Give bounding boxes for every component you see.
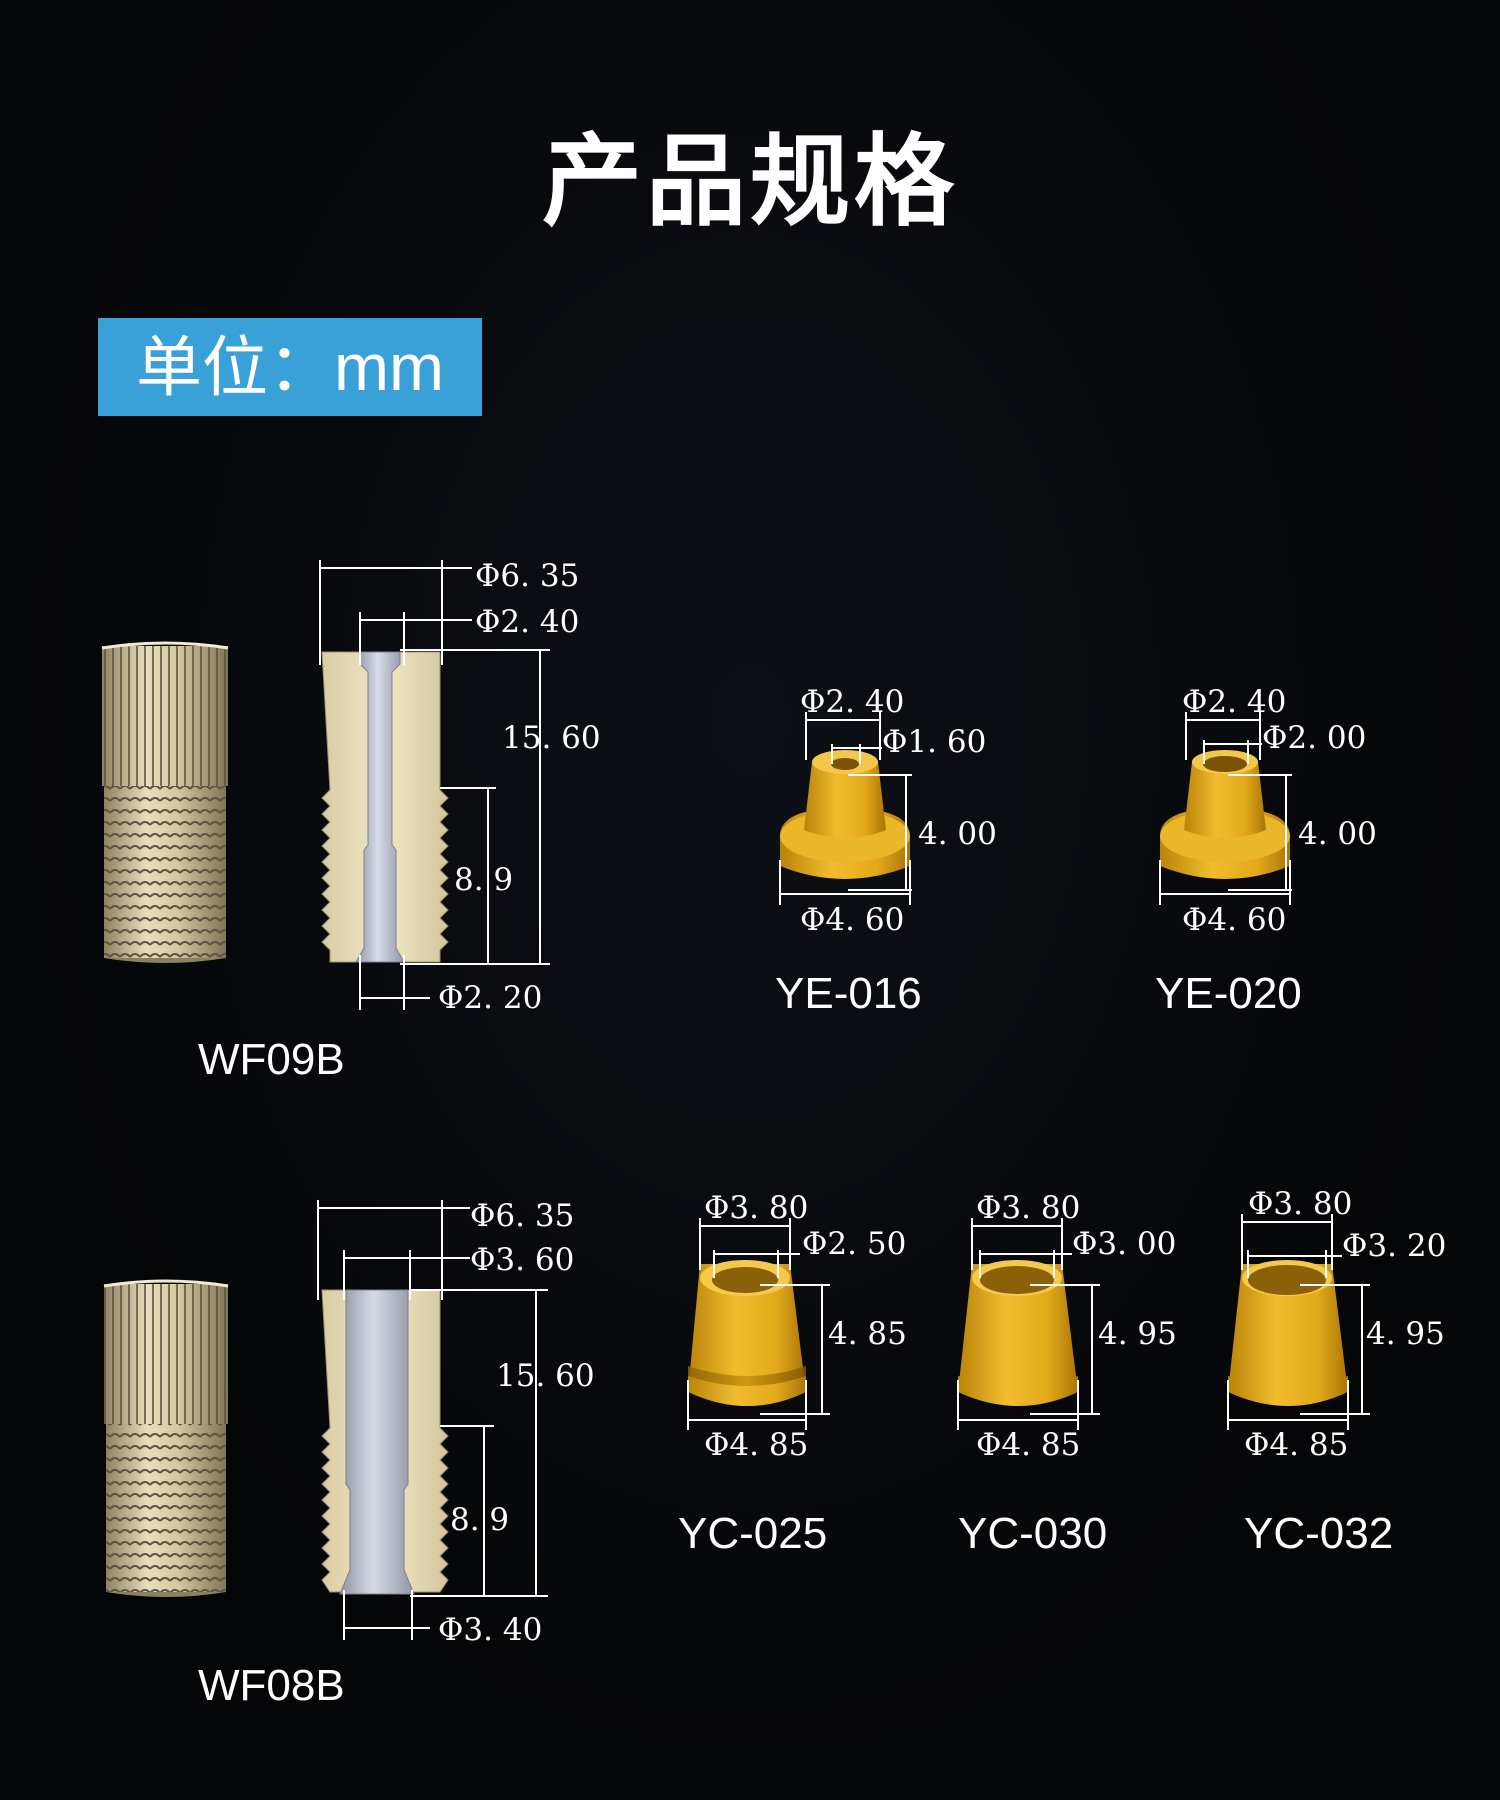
yc030-dimensions: [957, 1218, 1100, 1430]
ye016-dimensions: [779, 712, 912, 905]
yc032-dimensions: [1227, 1214, 1370, 1430]
yc025-inner-dia-label: Φ2. 50: [802, 1226, 906, 1262]
yc030-ferrule: [958, 1260, 1078, 1406]
page-title: 产品规格: [542, 123, 958, 240]
yc025-top-dia-label: Φ3. 80: [704, 1190, 808, 1226]
wf09b-tip-dia-label: Φ2. 20: [438, 980, 542, 1016]
ye020-model-label: YE-020: [1155, 969, 1302, 1018]
yc032-model-label: YC-032: [1244, 1509, 1393, 1558]
ye016-height-label: 4. 00: [918, 816, 997, 852]
ye020-top-dia-label: Φ2. 40: [1182, 684, 1286, 720]
wf09b-length-label: 15. 60: [502, 720, 601, 756]
yc030-model-label: YC-030: [958, 1509, 1107, 1558]
ye020-ferrule: [1160, 750, 1290, 879]
wf09b-outer-dia-label: Φ6. 35: [475, 558, 579, 594]
ye016-top-dia-label: Φ2. 40: [800, 684, 904, 720]
ye016-inner-dia-label: Φ1. 60: [882, 724, 986, 760]
yc025-ferrule: [688, 1260, 806, 1406]
yc032-base-dia-label: Φ4. 85: [1244, 1427, 1348, 1463]
ye016-model-label: YE-016: [775, 969, 922, 1018]
wf09b-dimensions: [319, 560, 550, 1010]
wf08b-outer-dia-label: Φ6. 35: [470, 1198, 574, 1234]
ye020-base-dia-label: Φ4. 60: [1182, 902, 1286, 938]
wf09b-model-label: WF09B: [198, 1035, 345, 1084]
wf09b-section-view: [321, 651, 449, 963]
wf09b-thread-length-label: 8. 9: [454, 862, 513, 898]
ye020-part: Φ2. 40 Φ2. 00 4. 00 Φ4. 60 YE-020: [1155, 684, 1377, 1018]
yc025-model-label: YC-025: [678, 1509, 827, 1558]
yc032-height-label: 4. 95: [1366, 1316, 1445, 1352]
ye016-ferrule: [780, 750, 910, 879]
wf08b-model-label: WF08B: [198, 1661, 345, 1710]
yc025-base-dia-label: Φ4. 85: [704, 1427, 808, 1463]
yc025-dimensions: [687, 1218, 830, 1430]
wf08b-bore-dia-label: Φ3. 60: [470, 1242, 574, 1278]
wf08b-length-label: 15. 60: [496, 1358, 595, 1394]
yc030-top-dia-label: Φ3. 80: [976, 1190, 1080, 1226]
wf08b-thread-length-label: 8. 9: [450, 1502, 509, 1538]
wf09b-part: Φ6. 35 Φ2. 40 15. 60 8. 9 Φ2. 20 WF09B: [101, 558, 601, 1084]
ye020-height-label: 4. 00: [1298, 816, 1377, 852]
wf09b-3d-view: [101, 641, 229, 963]
yc030-base-dia-label: Φ4. 85: [976, 1427, 1080, 1463]
yc030-inner-dia-label: Φ3. 00: [1072, 1226, 1176, 1262]
ye020-inner-dia-label: Φ2. 00: [1262, 720, 1366, 756]
ye020-dimensions: [1159, 712, 1292, 905]
ye016-part: Φ2. 40 Φ1. 60 4. 00 Φ4. 60 YE-016: [775, 684, 997, 1018]
wf08b-section-view: [321, 1289, 449, 1595]
yc030-height-label: 4. 95: [1098, 1316, 1177, 1352]
yc025-part: Φ3. 80 Φ2. 50 4. 85 Φ4. 85 YC-025: [678, 1190, 907, 1558]
yc032-part: Φ3. 80 Φ3. 20 4. 95 Φ4. 85 YC-032: [1227, 1186, 1446, 1558]
wf08b-part: Φ6. 35 Φ3. 60 15. 60 8. 9 Φ3. 40 WF08B: [103, 1198, 595, 1710]
yc030-part: Φ3. 80 Φ3. 00 4. 95 Φ4. 85 YC-030: [957, 1190, 1177, 1558]
yc032-ferrule: [1228, 1260, 1348, 1406]
wf09b-bore-dia-label: Φ2. 40: [475, 604, 579, 640]
wf08b-dimensions: [317, 1200, 548, 1640]
yc032-top-dia-label: Φ3. 80: [1248, 1186, 1352, 1222]
yc025-height-label: 4. 85: [828, 1316, 907, 1352]
wf08b-tip-dia-label: Φ3. 40: [438, 1612, 542, 1648]
yc032-inner-dia-label: Φ3. 20: [1342, 1228, 1446, 1264]
wf08b-3d-view: [103, 1279, 229, 1597]
ye016-base-dia-label: Φ4. 60: [800, 902, 904, 938]
unit-badge: 单位：mm: [98, 318, 482, 416]
